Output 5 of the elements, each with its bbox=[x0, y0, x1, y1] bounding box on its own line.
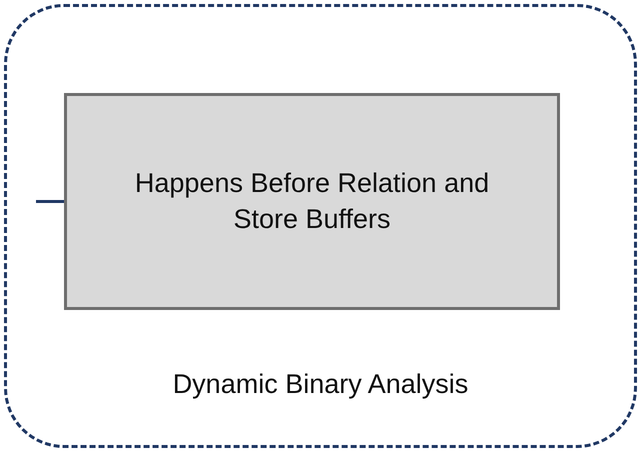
process-label: Happens Before Relation and Store Buffers bbox=[134, 167, 490, 236]
connector-line bbox=[36, 200, 64, 203]
process-box bbox=[64, 93, 560, 310]
dashed-container bbox=[4, 4, 637, 448]
container-label: Dynamic Binary Analysis bbox=[172, 368, 470, 401]
